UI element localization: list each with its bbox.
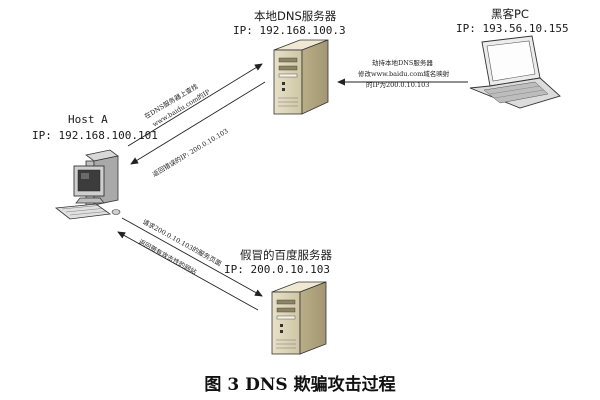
hacker-pc-name: 黑客PC	[491, 7, 529, 21]
host-a-desktop-icon	[54, 149, 121, 220]
fake-baidu-ip: IP: 200.0.10.103	[224, 263, 330, 276]
figure-caption: 图 3 DNS 欺骗攻击过程	[204, 375, 396, 395]
hacker-pc-ip: IP: 193.56.10.155	[456, 22, 569, 35]
hacker-laptop-icon	[469, 35, 561, 109]
edge-query-arrow	[127, 63, 263, 147]
hijack-label-2: 修改www.baidu.com域名映射	[358, 70, 450, 78]
edge-request-arrow	[121, 217, 263, 297]
hijack-label-3: 的IP为200.0.10.103	[366, 81, 430, 89]
edge-malicious-arrow	[117, 231, 259, 311]
host-a-ip: IP: 192.168.100.101	[32, 129, 158, 142]
edge-reply-arrow	[130, 81, 266, 165]
fake-baidu-server-icon	[271, 281, 327, 355]
fake-baidu-name: 假冒的百度服务器	[240, 248, 332, 262]
hijack-label: 劫持本地DNS服务器	[372, 59, 433, 67]
local-dns-name: 本地DNS服务器	[254, 9, 337, 23]
local-dns-ip: IP: 192.168.100.3	[233, 24, 346, 37]
host-a-name: Host A	[68, 113, 108, 126]
local-dns-server-icon	[273, 39, 329, 115]
